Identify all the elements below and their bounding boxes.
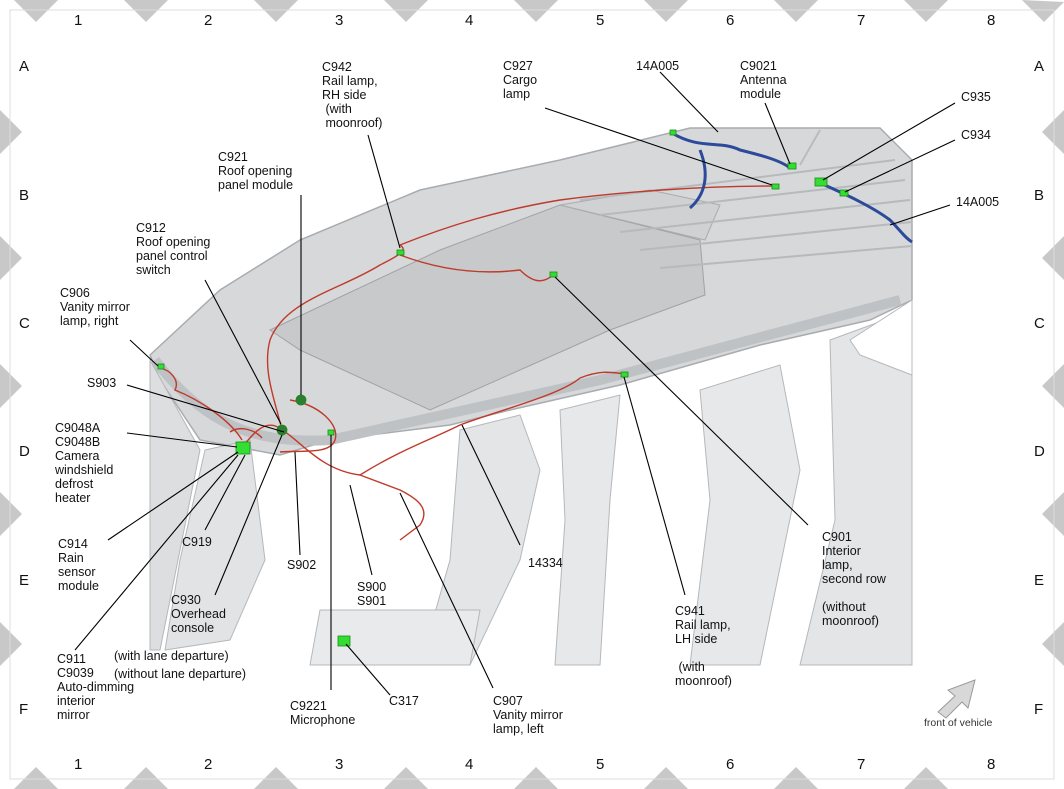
rocker-lower: [309, 609, 481, 666]
label-c907: C907 Vanity mirror lamp, left: [493, 694, 563, 736]
label-c942: C942 Rail lamp, RH side (with moonroof): [322, 60, 383, 130]
label-lane-without: (without lane departure): [114, 667, 247, 681]
connector-c927: [771, 183, 780, 190]
label-s902: S902: [287, 558, 317, 572]
label-c914: C914 Rain sensor module: [58, 537, 99, 593]
grid-col-6-top: 6: [726, 12, 735, 29]
grid-row-f-left: F: [19, 701, 29, 718]
connector-c901: [549, 271, 558, 278]
connector-c941: [620, 371, 629, 378]
front-arrow-icon: [937, 679, 976, 719]
rear-window-cutout: [849, 299, 913, 376]
connector-c9021: [787, 162, 797, 170]
c-pillar-front: [554, 394, 621, 666]
grid-col-8-top: 8: [987, 12, 996, 29]
label-c921: C921 Roof opening panel module: [218, 150, 294, 192]
label-c901: C901 Interior lamp, second row (without …: [822, 530, 886, 628]
grid-col-2-top: 2: [204, 12, 213, 29]
connector-c934: [839, 189, 849, 197]
label-lane-with: (with lane departure): [114, 649, 229, 663]
label-c9021: C9021 Antenna module: [740, 59, 787, 101]
leader-lines: [74, 71, 956, 696]
connector-c935: [814, 177, 828, 187]
connectors: [157, 129, 849, 647]
grid-row-a-left: A: [19, 58, 30, 75]
connector-c921: [295, 394, 307, 406]
grid-row-b-right: B: [1034, 187, 1045, 204]
label-c9221: C9221 Microphone: [290, 699, 356, 727]
label-c941: C941 Rail lamp, LH side (with moonroof): [675, 604, 732, 688]
grid-row-b-left: B: [19, 187, 30, 204]
antenna-harness: [671, 131, 913, 244]
label-14a005-top: 14A005: [636, 59, 680, 73]
label-c9048: C9048A C9048B Camera windshield defrost …: [55, 421, 114, 505]
connector-c942: [396, 249, 405, 256]
grid-row-d-left: D: [19, 443, 30, 460]
grid-col-1-top: 1: [74, 12, 83, 29]
connector-c317: [337, 635, 351, 647]
grid-col-6-bottom: 6: [726, 756, 735, 773]
grid-col-5-top: 5: [596, 12, 605, 29]
grid-row-d-right: D: [1034, 443, 1045, 460]
connector-c9048: [235, 441, 251, 455]
grid-col-3-bottom: 3: [335, 756, 344, 773]
sunroof-glass: [268, 204, 706, 411]
grid-row-f-right: F: [1034, 701, 1044, 718]
a-pillar: [164, 439, 266, 651]
label-14334: 14334: [528, 556, 563, 570]
connector-c906: [157, 363, 165, 370]
grid-row-c-left: C: [19, 315, 30, 332]
label-c906: C906 Vanity mirror lamp, right: [60, 286, 130, 328]
label-c919: C919: [182, 535, 212, 549]
grid-col-7-bottom: 7: [857, 756, 866, 773]
label-front-of-vehicle: front of vehicle: [924, 717, 993, 729]
label-s903: S903: [87, 376, 117, 390]
label-c934: C934: [961, 128, 991, 142]
grid-col-7-top: 7: [857, 12, 866, 29]
connector-antenna-front: [669, 129, 677, 136]
grid-col-2-bottom: 2: [204, 756, 213, 773]
label-c317: C317: [389, 694, 419, 708]
label-c927: C927 Cargo lamp: [503, 59, 538, 101]
label-c930: C930 Overhead console: [171, 593, 226, 635]
grid-row-a-right: A: [1034, 58, 1045, 75]
grid-row-e-left: E: [19, 572, 30, 589]
grid-col-4-bottom: 4: [465, 756, 474, 773]
grid-col-5-bottom: 5: [596, 756, 605, 773]
grid-row-c-right: C: [1034, 315, 1045, 332]
connector-c9221: [327, 429, 335, 436]
grid-col-8-bottom: 8: [987, 756, 996, 773]
label-s900-s901: S900 S901: [357, 580, 387, 608]
label-c911: C911 C9039 Auto-dimming interior mirror: [57, 652, 135, 722]
windshield-header: [149, 358, 201, 651]
label-14a005-right: 14A005: [956, 195, 1000, 209]
grid-col-3-top: 3: [335, 12, 344, 29]
vehicle-body: [149, 127, 913, 666]
grid-col-4-top: 4: [465, 12, 474, 29]
label-c935: C935: [961, 90, 991, 104]
label-c912: C912 Roof opening panel control switch: [136, 221, 211, 277]
grid-row-e-right: E: [1034, 572, 1045, 589]
b-pillar: [419, 414, 541, 666]
c-pillar-rear: [689, 364, 801, 666]
grid-col-1-bottom: 1: [74, 756, 83, 773]
